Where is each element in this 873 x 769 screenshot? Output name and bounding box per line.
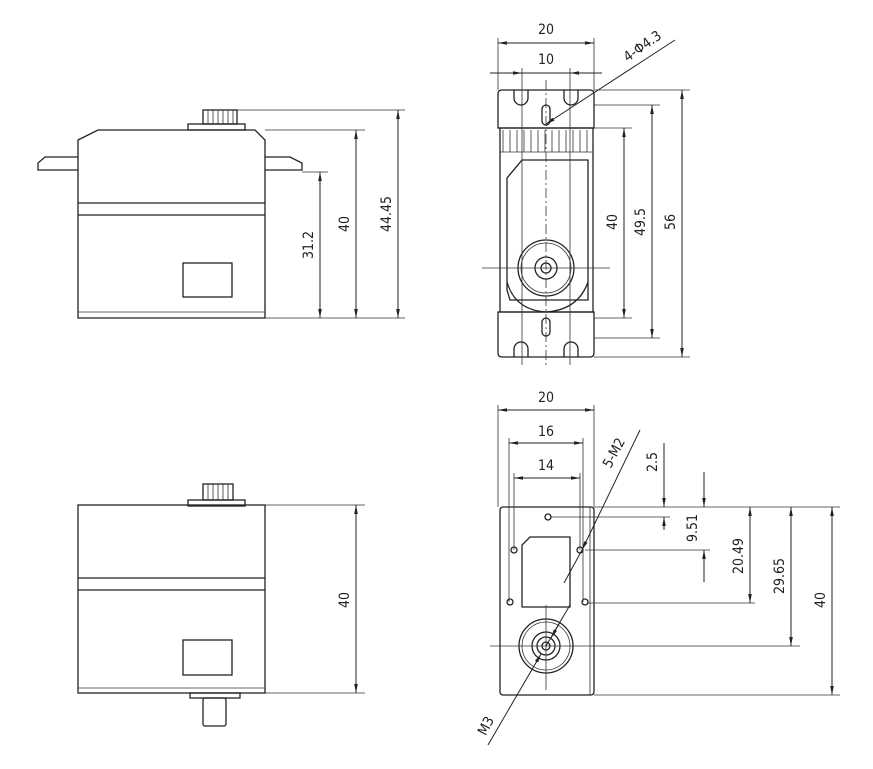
front-view: 40 xyxy=(77,483,365,727)
dim-width-16: 16 xyxy=(538,424,554,440)
dim-width-10: 10 xyxy=(538,52,554,68)
connector xyxy=(182,262,233,298)
dim-width-14: 14 xyxy=(538,458,554,474)
connector xyxy=(182,639,233,676)
top-view: 20 10 40 49.5 56 4-Φ4.3 xyxy=(482,22,690,365)
dim-29-65: 29.65 xyxy=(772,558,788,594)
dim-20-49: 20.49 xyxy=(731,538,747,574)
dim-49-5: 49.5 xyxy=(633,208,649,236)
dim-40: 40 xyxy=(337,216,353,232)
m2-callout: 5-M2 xyxy=(600,435,629,470)
dim-40: 40 xyxy=(605,214,621,230)
m3-callout: M3 xyxy=(475,714,498,738)
dim-40: 40 xyxy=(337,592,353,608)
dim-56: 56 xyxy=(663,214,679,230)
dim-9-51: 9.51 xyxy=(685,514,701,542)
shaft xyxy=(202,697,227,727)
hole-callout: 4-Φ4.3 xyxy=(621,28,665,65)
dim-width-20: 20 xyxy=(538,22,554,38)
dim-40: 40 xyxy=(813,592,829,608)
bottom-view: 20 16 14 2.5 9.51 20.49 29.65 40 5-M2 M3 xyxy=(475,390,840,746)
dim-width-20: 20 xyxy=(538,390,554,406)
dim-2-5: 2.5 xyxy=(645,452,661,472)
mounting-hole-icon xyxy=(506,513,589,606)
dim-31-2: 31.2 xyxy=(301,231,317,259)
dim-44-45: 44.45 xyxy=(379,196,395,232)
side-view: 31.2 40 44.45 xyxy=(37,109,405,319)
output-gear-icon xyxy=(202,109,238,125)
